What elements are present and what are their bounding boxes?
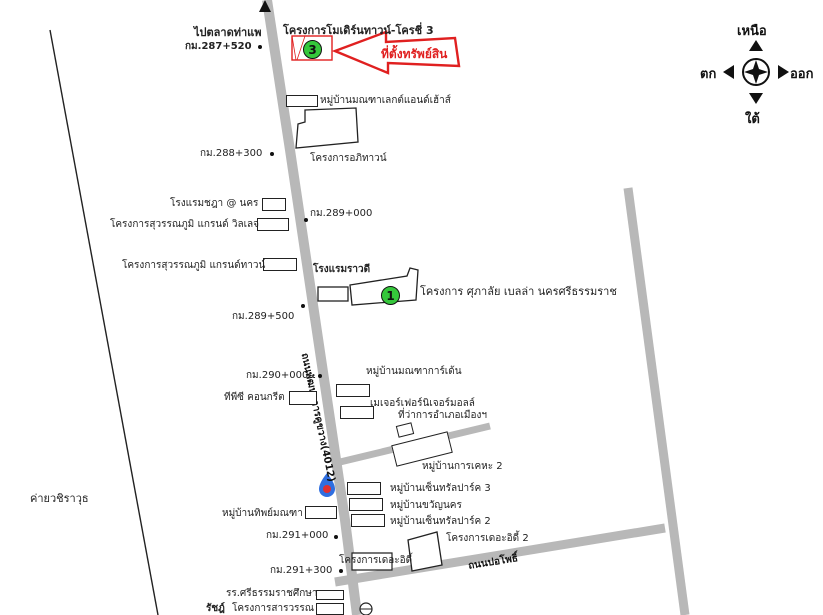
north-arrowhead	[259, 0, 271, 12]
km-289-000: กม.289+000	[310, 208, 373, 219]
hotel-rawadee-plot	[317, 286, 349, 302]
main-road	[262, 0, 362, 615]
supalai-marker-1: 1	[381, 286, 400, 305]
apithawan-plot	[295, 107, 359, 149]
hotel-rawadee-label: โรงแรมราวดี	[313, 264, 371, 275]
property-arrow-shape	[331, 30, 461, 75]
central-park3-box	[347, 482, 381, 495]
school-box	[316, 590, 344, 600]
km-291-300: กม.291+300	[270, 565, 333, 576]
suwannaphum-village-label: โครงการสุวรรณภูมิ แกรนด์ วิลเลจ	[110, 219, 259, 230]
compass-west: ตก	[700, 67, 717, 82]
tps-concrete-box	[289, 391, 317, 405]
km-dot-288	[270, 152, 274, 156]
km-dot-291-3	[339, 569, 343, 573]
bottom-cut-label-2: รัชฎ์	[206, 603, 225, 614]
to-market-label: ไปตลาดท่าแพ	[194, 26, 262, 39]
supalai-plot	[349, 267, 419, 306]
mega-furniture-label: เมเจอร์เฟอร์นิเจอร์มอลล์	[370, 398, 475, 409]
km-dot-290	[318, 374, 322, 378]
property-arrow-label: ที่ตั้งทรัพย์สิน	[381, 47, 448, 61]
school-label: รร.ศรีธรรมราชศึกษา	[226, 588, 318, 599]
hotel-nakhon-box	[262, 198, 286, 211]
property-marker-3: 3	[303, 40, 322, 59]
central-park3-label: หมู่บ้านเซ็นทรัลปาร์ค 3	[390, 483, 491, 494]
km-291-000: กม.291+000	[266, 530, 329, 541]
cozy2-plot	[407, 531, 443, 572]
cozy-label: โครงการเดอะอิดี้	[339, 555, 413, 566]
km-288-300: กม.288+300	[200, 148, 263, 159]
manthana-lake-label: หมู่บ้านมณฑาเลกต์แอนด์เฮ้าส์	[320, 95, 451, 106]
camp-label: ค่ายวชิราวุธ	[30, 492, 89, 505]
km-dot-291	[334, 535, 338, 539]
mega-furniture-box	[340, 406, 374, 419]
suwannaphum-village-box	[257, 218, 289, 231]
kwannakorn-box	[349, 498, 383, 511]
manthana-garden-box	[336, 384, 370, 397]
property-site-3	[291, 35, 333, 61]
poepho-road	[334, 523, 666, 587]
central-park2-label: หมู่บ้านเซ็นทรัลปาร์ค 2	[390, 516, 491, 527]
supalai-label: โครงการ ศุภาลัย เบลล่า นครศรีธรรมราช	[420, 285, 617, 298]
hotel-nakhon-label: โรงแรมชฎา @ นคร	[170, 198, 259, 209]
km-dot-289-5	[301, 304, 305, 308]
manthana-lake-box	[286, 95, 318, 107]
apithawan-label: โครงการอภิทาวน์	[310, 153, 387, 164]
side-road-east	[623, 187, 690, 615]
km-dot-287	[258, 45, 262, 49]
project-title: โครงการโมเดิร์นทาวน์-โครชี่ 3	[283, 24, 434, 37]
tps-concrete-label: ทีพีซี คอนกรีต	[224, 392, 285, 403]
compass-icon	[723, 40, 789, 104]
tipmanthana-label: หมู่บ้านทิพย์มณฑา	[222, 508, 303, 519]
km-dot-289	[304, 218, 308, 222]
cozy2-label: โครงการเดอะอิดี้ 2	[446, 533, 529, 544]
bottom-cut-label: โครงการสารวรรณ	[232, 603, 315, 614]
kwannakorn-label: หมู่บ้านขวัญนคร	[390, 500, 462, 511]
central-park2-box	[351, 514, 385, 527]
km-289-500: กม.289+500	[232, 311, 295, 322]
compass-south: ใต้	[745, 112, 760, 127]
railway-line	[49, 29, 159, 615]
district-office-label: ที่ว่าการอำเภอเมืองฯ	[398, 410, 488, 421]
fuel-station-icon	[319, 473, 335, 497]
manthana-garden-label: หมู่บ้านมณฑาการ์เด้น	[366, 366, 462, 377]
compass-east: ออก	[790, 67, 814, 82]
km-287-520: กม.287+520	[185, 41, 252, 52]
suwannaphum-town-label: โครงการสุวรรณภูมิ แกรนด์ทาวน์	[122, 260, 266, 271]
karnkheha-label: หมู่บ้านการเคหะ 2	[422, 461, 503, 472]
suwannaphum-town-box	[263, 258, 297, 271]
cozy-plot	[351, 552, 393, 571]
landmark-icon	[359, 602, 373, 615]
bottom-cut-box	[316, 603, 344, 615]
tipmanthana-box	[305, 506, 337, 519]
compass-north: เหนือ	[737, 24, 767, 39]
km-290-000: กม.290+000	[246, 370, 309, 381]
